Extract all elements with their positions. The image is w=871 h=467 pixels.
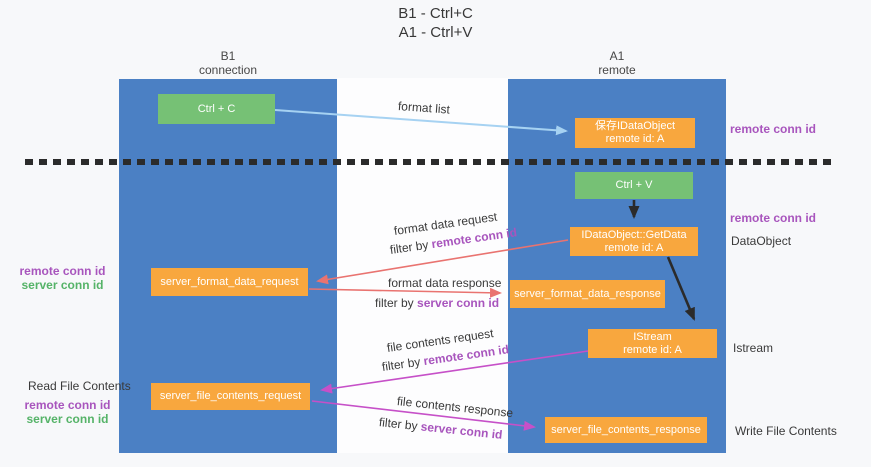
annot-left-conn-ids-bottom: remote conn id server conn id (15, 398, 120, 426)
annot-remote-conn-id-mid-right: remote conn id (730, 211, 817, 225)
node-ctrl-c: Ctrl + C (158, 94, 275, 124)
edge-label-filter-server-1: filter by server conn id (375, 296, 499, 310)
node-istream: IStream remote id: A (588, 329, 717, 358)
lane-a1-role: remote (598, 63, 636, 77)
title-line-2: A1 - Ctrl+V (398, 24, 473, 41)
dashed-separator-line (25, 159, 832, 165)
lane-header-a1: A1 remote (508, 49, 726, 77)
node-ctrl-v-label: Ctrl + V (615, 179, 653, 191)
annot-server-conn-id-left-2: server conn id (26, 412, 109, 426)
node-save-idataobject: 保存IDataObject remote id: A (575, 118, 695, 148)
annot-remote-conn-id-top-right: remote conn id (730, 122, 817, 136)
annot-remote-conn-id-left-2: remote conn id (24, 398, 111, 412)
node-save-idataobject-line2: remote id: A (605, 133, 665, 145)
node-server-format-data-request: server_format_data_request (151, 268, 308, 296)
diagram-title: B1 - Ctrl+C A1 - Ctrl+V (0, 4, 871, 42)
node-ctrl-v: Ctrl + V (575, 172, 693, 199)
node-server-file-contents-request: server_file_contents_request (151, 383, 310, 410)
annot-remote-conn-id-left: remote conn id (19, 264, 106, 278)
annot-server-conn-id-left: server conn id (21, 278, 104, 292)
format-data-request-arrow (316, 239, 569, 285)
node-file-response-label: server_file_contents_response (551, 423, 701, 436)
node-getdata-line1: IDataObject::GetData (581, 228, 687, 241)
annot-dataobject: DataObject (731, 234, 792, 248)
node-server-file-contents-response: server_file_contents_response (545, 417, 707, 443)
node-save-idataobject-line1: 保存IDataObject (594, 120, 676, 132)
annot-write-file-contents: Write File Contents (735, 424, 837, 438)
format-data-response-arrow (308, 287, 502, 298)
node-file-request-label: server_file_contents_request (159, 390, 302, 402)
filter-server-conn-id-1: server conn id (417, 296, 500, 310)
file-contents-request-arrow (320, 350, 589, 394)
lane-a1-name: A1 (609, 49, 625, 63)
node-format-response-label: server_format_data_response (514, 287, 661, 300)
edge-label-format-data-response: format data response (388, 276, 502, 290)
node-istream-line1: IStream (633, 330, 672, 343)
node-getdata-line2: remote id: A (604, 241, 664, 254)
annot-left-conn-ids-top: remote conn id server conn id (10, 264, 115, 292)
node-idataobject-getdata: IDataObject::GetData remote id: A (570, 227, 698, 256)
getdata-to-istream-arrow (666, 256, 696, 321)
annot-read-file-contents: Read File Contents (28, 379, 131, 393)
file-contents-response-arrow (311, 400, 536, 431)
filter-by-text-2: filter by (375, 296, 414, 310)
lane-b1-name: B1 (220, 49, 236, 63)
node-istream-line2: remote id: A (623, 343, 682, 356)
node-server-format-data-response: server_format_data_response (510, 280, 665, 308)
lane-b1-role: connection (198, 63, 258, 77)
node-ctrl-c-label: Ctrl + C (197, 102, 236, 115)
format-list-arrow (274, 109, 568, 136)
node-format-request-label: server_format_data_request (160, 275, 299, 288)
title-line-1: B1 - Ctrl+C (398, 5, 473, 22)
annot-istream: Istream (733, 341, 774, 355)
middle-band (337, 78, 508, 453)
lane-header-b1: B1 connection (119, 49, 337, 77)
